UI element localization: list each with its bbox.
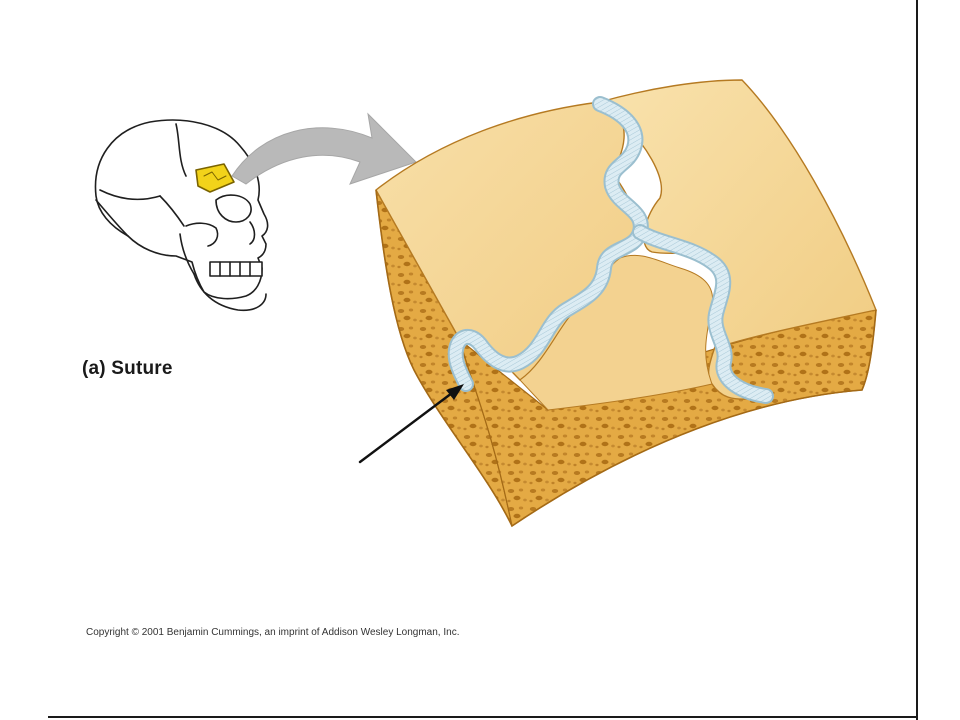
skull-icon xyxy=(94,119,269,312)
slide-border-bottom xyxy=(48,716,918,718)
pointer-arrow-icon xyxy=(358,384,464,464)
slide-border-right xyxy=(916,0,918,720)
curved-arrow-icon xyxy=(231,112,417,185)
bone-block xyxy=(375,79,877,528)
copyright-notice: Copyright © 2001 Benjamin Cummings, an i… xyxy=(86,627,460,638)
figure-label: (a) Suture xyxy=(82,358,173,379)
bone-surface-right xyxy=(598,79,877,400)
